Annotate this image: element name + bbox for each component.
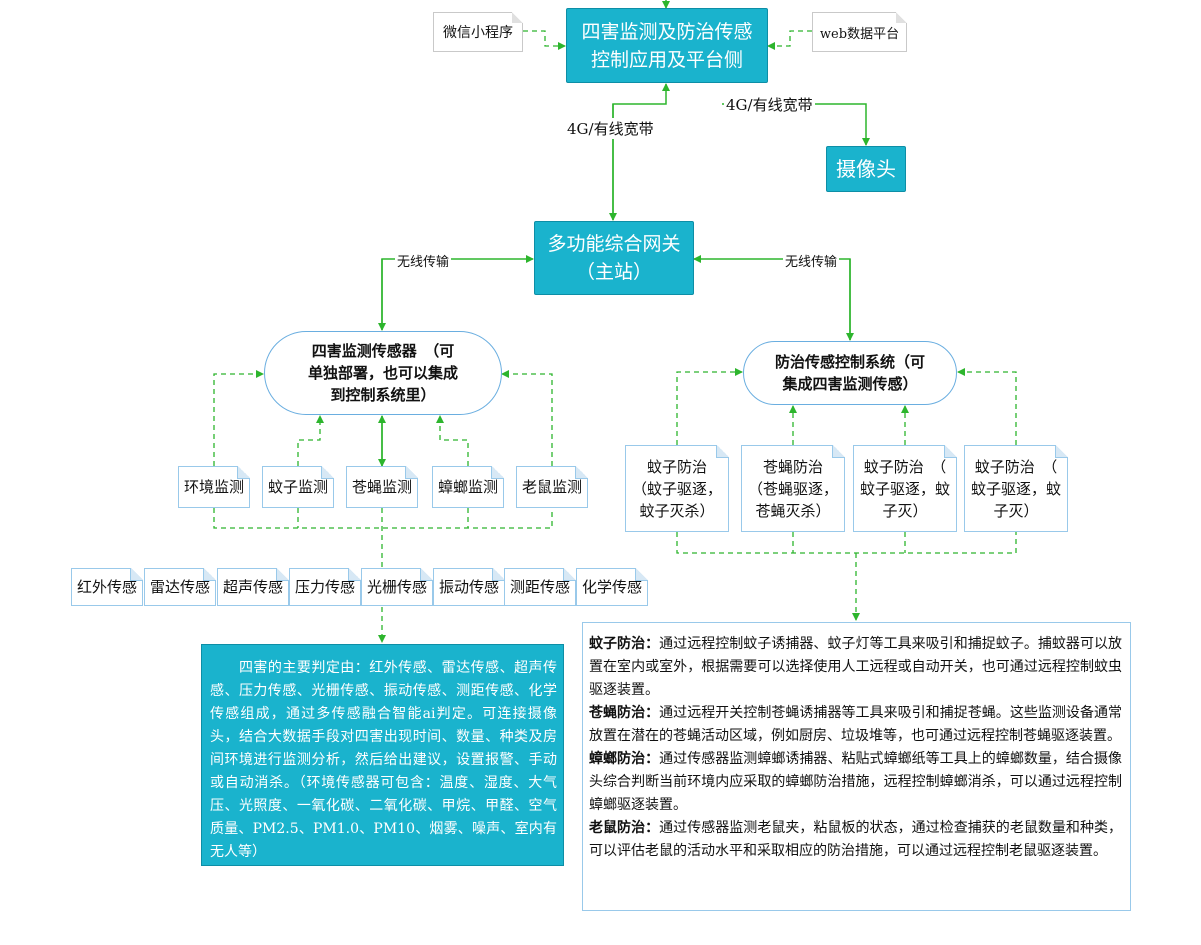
prevention-description-note: 蚊子防治：通过远程控制蚊子诱捕器、蚊子灯等工具来吸引和捕捉蚊子。捕蚊器可以放置在…: [582, 622, 1131, 911]
gateway-box: 多功能综合网关 （主站）: [534, 221, 694, 295]
monitor-sensor-node: 四害监测传感器 （可单独部署，也可以集成到控制系统里）: [264, 331, 502, 415]
desc-mosquito: 蚊子防治：通过远程控制蚊子诱捕器、蚊子灯等工具来吸引和捕捉蚊子。捕蚊器可以放置在…: [589, 633, 1122, 702]
monitor-item-cockroach: 蟑螂监测: [432, 466, 504, 508]
monitor-node-line3: 到控制系统里）: [330, 386, 436, 404]
gateway-line2: （主站）: [575, 261, 652, 283]
control-item-mosquito-2: 蚊子防治 （ 蚊子驱逐，蚊子灭）: [853, 445, 957, 532]
control-item-text: 子灭）: [882, 501, 928, 520]
desc-text: 通过传感器监测蟑螂诱捕器、粘贴式蟑螂纸等工具上的蟑螂数量，结合摄像头综合判断当前…: [589, 751, 1123, 813]
platform-line1: 四害监测及防治传感: [581, 20, 753, 43]
link-label-left: 4G/有线宽带: [565, 118, 656, 139]
control-item-text: （蚊子驱逐，: [631, 479, 722, 498]
control-item-text: 苍蝇灭杀）: [755, 501, 831, 520]
sensor-grating: 光栅传感: [361, 568, 433, 606]
sensor-vibration: 振动传感: [433, 568, 505, 606]
control-item-fly: 苍蝇防治 （苍蝇驱逐， 苍蝇灭杀）: [741, 445, 845, 532]
sensor-ultrasonic: 超声传感: [217, 568, 289, 606]
camera-box: 摄像头: [826, 146, 906, 192]
sensor-radar: 雷达传感: [144, 568, 216, 606]
control-item-text: 子灭）: [993, 501, 1039, 520]
control-system-node: 防治传感控制系统（可集成四害监测传感）: [743, 341, 957, 405]
judgement-text: 四害的主要判定由：红外传感、雷达传感、超声传感、压力传感、光栅传感、振动传感、测…: [210, 660, 557, 860]
control-item-text: 蚊子驱逐，蚊: [970, 479, 1061, 498]
control-item-text: 蚊子灭杀）: [639, 501, 715, 520]
control-item-text: 苍蝇防治: [762, 457, 823, 476]
monitor-item-rat: 老鼠监测: [516, 466, 588, 508]
judgement-note: 四害的主要判定由：红外传感、雷达传感、超声传感、压力传感、光栅传感、振动传感、测…: [201, 644, 564, 866]
desc-title: 蚊子防治：: [589, 636, 660, 652]
platform-line2: 控制应用及平台侧: [590, 48, 743, 71]
desc-text: 通过传感器监测老鼠夹，粘鼠板的状态，通过检查捕获的老鼠数量和种类，可以评估老鼠的…: [589, 820, 1123, 859]
desc-title: 老鼠防治：: [589, 820, 660, 836]
wechat-miniprogram-box: 微信小程序: [433, 12, 523, 52]
control-item-text: 蚊子防治 （: [974, 457, 1058, 476]
desc-title: 苍蝇防治：: [589, 705, 660, 721]
control-item-text: （苍蝇驱逐，: [747, 479, 838, 498]
desc-text: 通过远程控制蚊子诱捕器、蚊子灯等工具来吸引和捕捉蚊子。捕蚊器可以放置在室内或室外…: [589, 636, 1123, 698]
sensor-infrared: 红外传感: [71, 568, 143, 606]
monitor-node-line2: 单独部署，也可以集成: [307, 364, 458, 382]
desc-title: 蟑螂防治：: [589, 751, 660, 767]
monitor-item-mosquito: 蚊子监测: [262, 466, 334, 508]
sensor-pressure: 压力传感: [289, 568, 361, 606]
link-label-right: 4G/有线宽带: [724, 94, 815, 115]
gateway-line1: 多功能综合网关: [547, 233, 681, 255]
monitor-item-fly: 苍蝇监测: [346, 466, 418, 508]
platform-box: 四害监测及防治传感控制应用及平台侧: [566, 8, 768, 83]
control-item-mosquito: 蚊子防治 （蚊子驱逐， 蚊子灭杀）: [625, 445, 729, 532]
control-item-text: 蚊子驱逐，蚊: [859, 479, 950, 498]
desc-fly: 苍蝇防治：通过远程开关控制苍蝇诱捕器等工具来吸引和捕捉苍蝇。这些监测设备通常放置…: [589, 702, 1122, 748]
control-item-mosquito-3: 蚊子防治 （ 蚊子驱逐，蚊子灭）: [964, 445, 1068, 532]
desc-cockroach: 蟑螂防治：通过传感器监测蟑螂诱捕器、粘贴式蟑螂纸等工具上的蟑螂数量，结合摄像头综…: [589, 748, 1122, 817]
web-platform-box: web数据平台: [812, 12, 907, 52]
monitor-node-line1: 四害监测传感器 （可: [311, 342, 455, 360]
desc-text: 通过远程开关控制苍蝇诱捕器等工具来吸引和捕捉苍蝇。这些监测设备通常放置在潜在的苍…: [589, 705, 1123, 744]
control-node-line2: 集成四害监测传感）: [782, 375, 918, 393]
control-item-text: 蚊子防治 （: [863, 457, 947, 476]
desc-rat: 老鼠防治：通过传感器监测老鼠夹，粘鼠板的状态，通过检查捕获的老鼠数量和种类，可以…: [589, 817, 1122, 863]
monitor-item-environment: 环境监测: [178, 466, 250, 508]
sensor-ranging: 测距传感: [504, 568, 576, 606]
control-item-text: 蚊子防治: [646, 457, 707, 476]
control-node-line1: 防治传感控制系统（可: [774, 353, 925, 371]
sensor-chemical: 化学传感: [576, 568, 648, 606]
wireless-label-right: 无线传输: [783, 251, 840, 270]
wireless-label-left: 无线传输: [395, 251, 452, 270]
